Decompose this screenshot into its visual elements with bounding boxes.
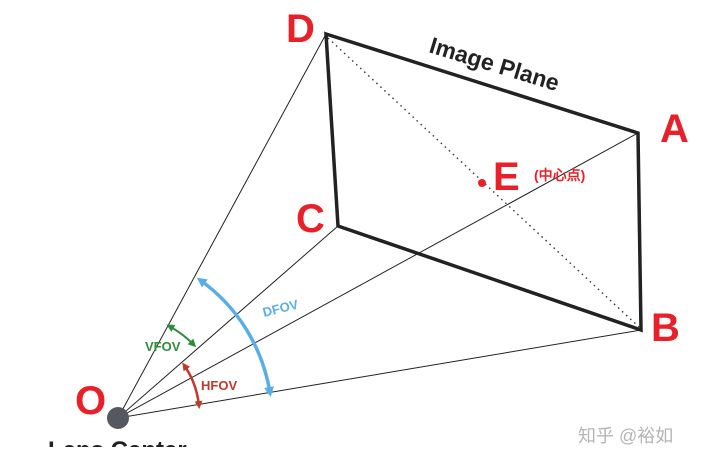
label-d: D (286, 7, 315, 51)
dfov-arc (196, 277, 274, 397)
ray-to-b (117, 329, 642, 419)
label-e: E (493, 155, 520, 199)
ray-to-d (117, 33, 327, 419)
center-note: (中心点) (534, 167, 585, 183)
center-point-e (478, 179, 486, 187)
vfov-arc (166, 324, 197, 348)
hfov-label: HFOV (201, 378, 237, 393)
dfov-label: DFOV (261, 297, 300, 320)
image-plane (324, 31, 643, 333)
label-c: C (296, 197, 325, 241)
vfov-label: VFOV (145, 339, 181, 354)
label-o: O (75, 379, 106, 423)
hfov-arc (182, 362, 203, 409)
label-b: B (651, 306, 680, 350)
lens-center-label: Lens Center (48, 437, 187, 447)
label-a: A (660, 107, 689, 151)
lens-center-dot (107, 407, 129, 429)
watermark: 知乎 @裕如 (578, 426, 673, 446)
